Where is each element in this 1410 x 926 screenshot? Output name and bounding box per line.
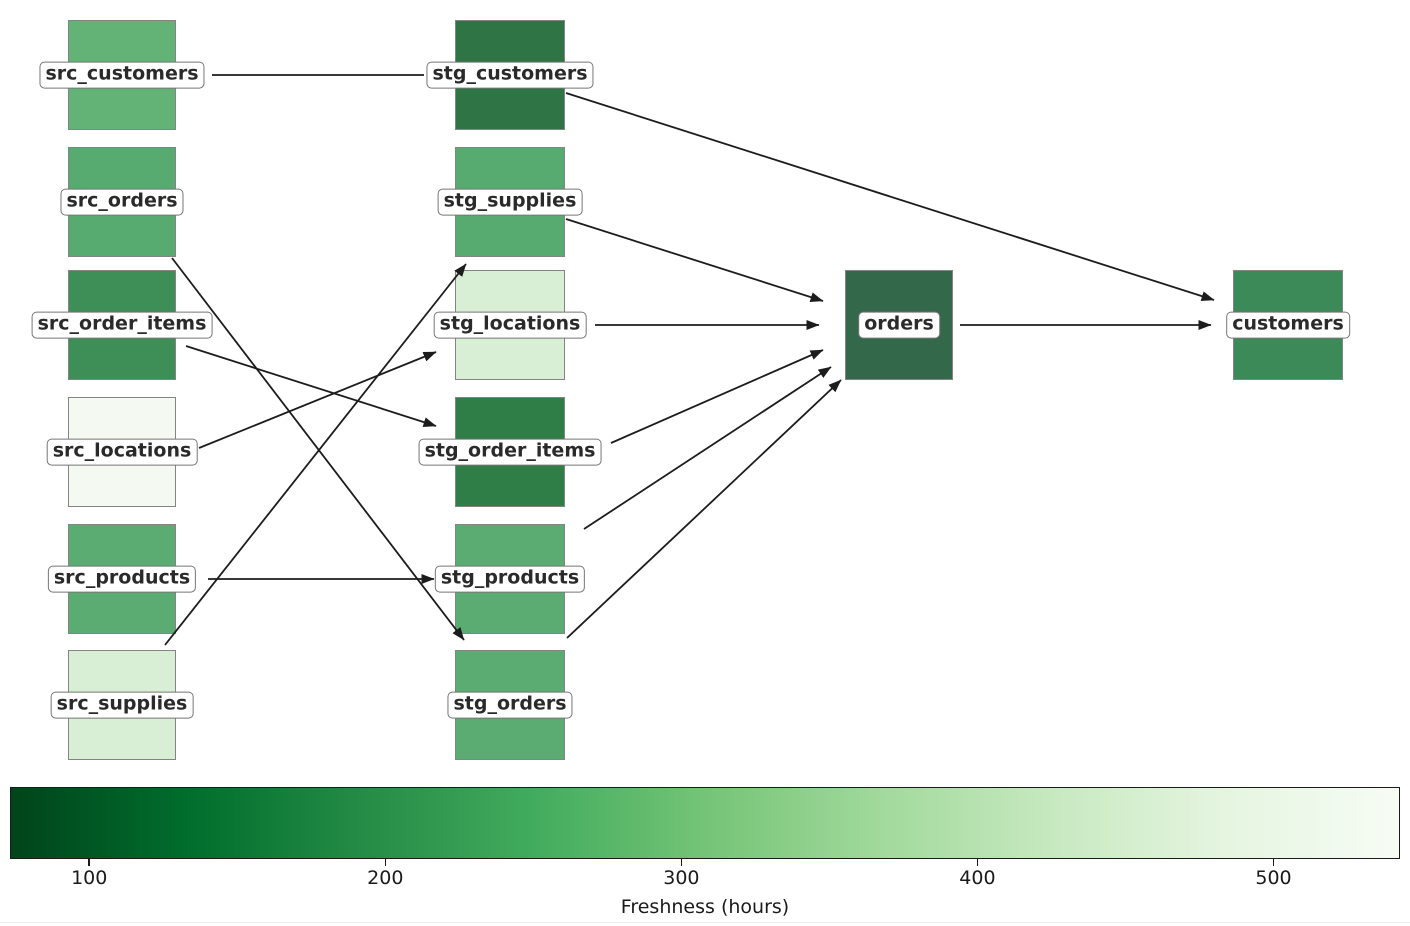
node-label-stg_supplies: stg_supplies [437, 188, 583, 216]
node-label-stg_orders: stg_orders [447, 691, 573, 719]
node-label-customers: customers [1226, 311, 1350, 339]
node-label-src_locations: src_locations [46, 438, 198, 466]
node-label-orders: orders [858, 311, 940, 339]
figure-bottom-edge [0, 922, 1410, 923]
node-label-stg_products: stg_products [434, 565, 586, 593]
node-label-src_supplies: src_supplies [50, 691, 194, 719]
node-label-src_orders: src_orders [60, 188, 184, 216]
node-label-src_customers: src_customers [39, 61, 205, 89]
node-label-src_order_items: src_order_items [31, 311, 213, 339]
node-label-src_products: src_products [47, 565, 197, 593]
node-label-stg_customers: stg_customers [426, 61, 594, 89]
node-label-stg_order_items: stg_order_items [418, 438, 602, 466]
node-label-stg_locations: stg_locations [433, 311, 587, 339]
